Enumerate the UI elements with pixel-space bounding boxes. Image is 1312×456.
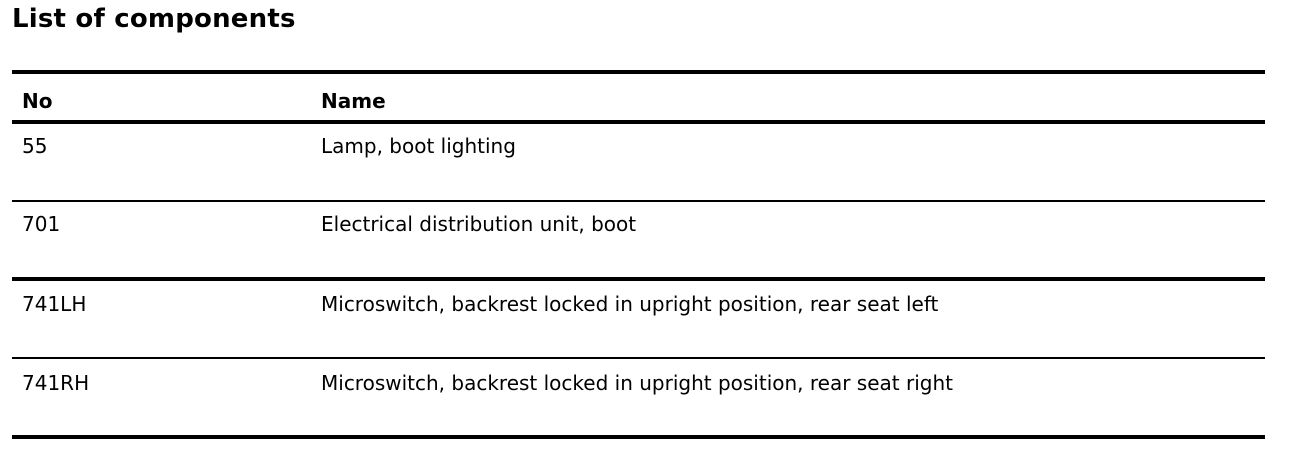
column-header-no: No: [22, 89, 53, 113]
row-divider: [12, 200, 1265, 202]
component-number: 701: [22, 212, 61, 236]
component-name: Lamp, boot lighting: [321, 134, 516, 158]
component-number: 741RH: [22, 371, 90, 395]
table-bottom-rule: [12, 435, 1265, 439]
header-rule: [12, 120, 1265, 124]
table-top-rule: [12, 70, 1265, 74]
component-name: Microswitch, backrest locked in upright …: [321, 292, 939, 316]
component-name: Microswitch, backrest locked in upright …: [321, 371, 953, 395]
column-header-name: Name: [321, 89, 386, 113]
row-divider: [12, 357, 1265, 359]
row-divider: [12, 277, 1265, 281]
component-number: 55: [22, 134, 48, 158]
component-number: 741LH: [22, 292, 87, 316]
page-title: List of components: [12, 4, 296, 34]
component-name: Electrical distribution unit, boot: [321, 212, 637, 236]
